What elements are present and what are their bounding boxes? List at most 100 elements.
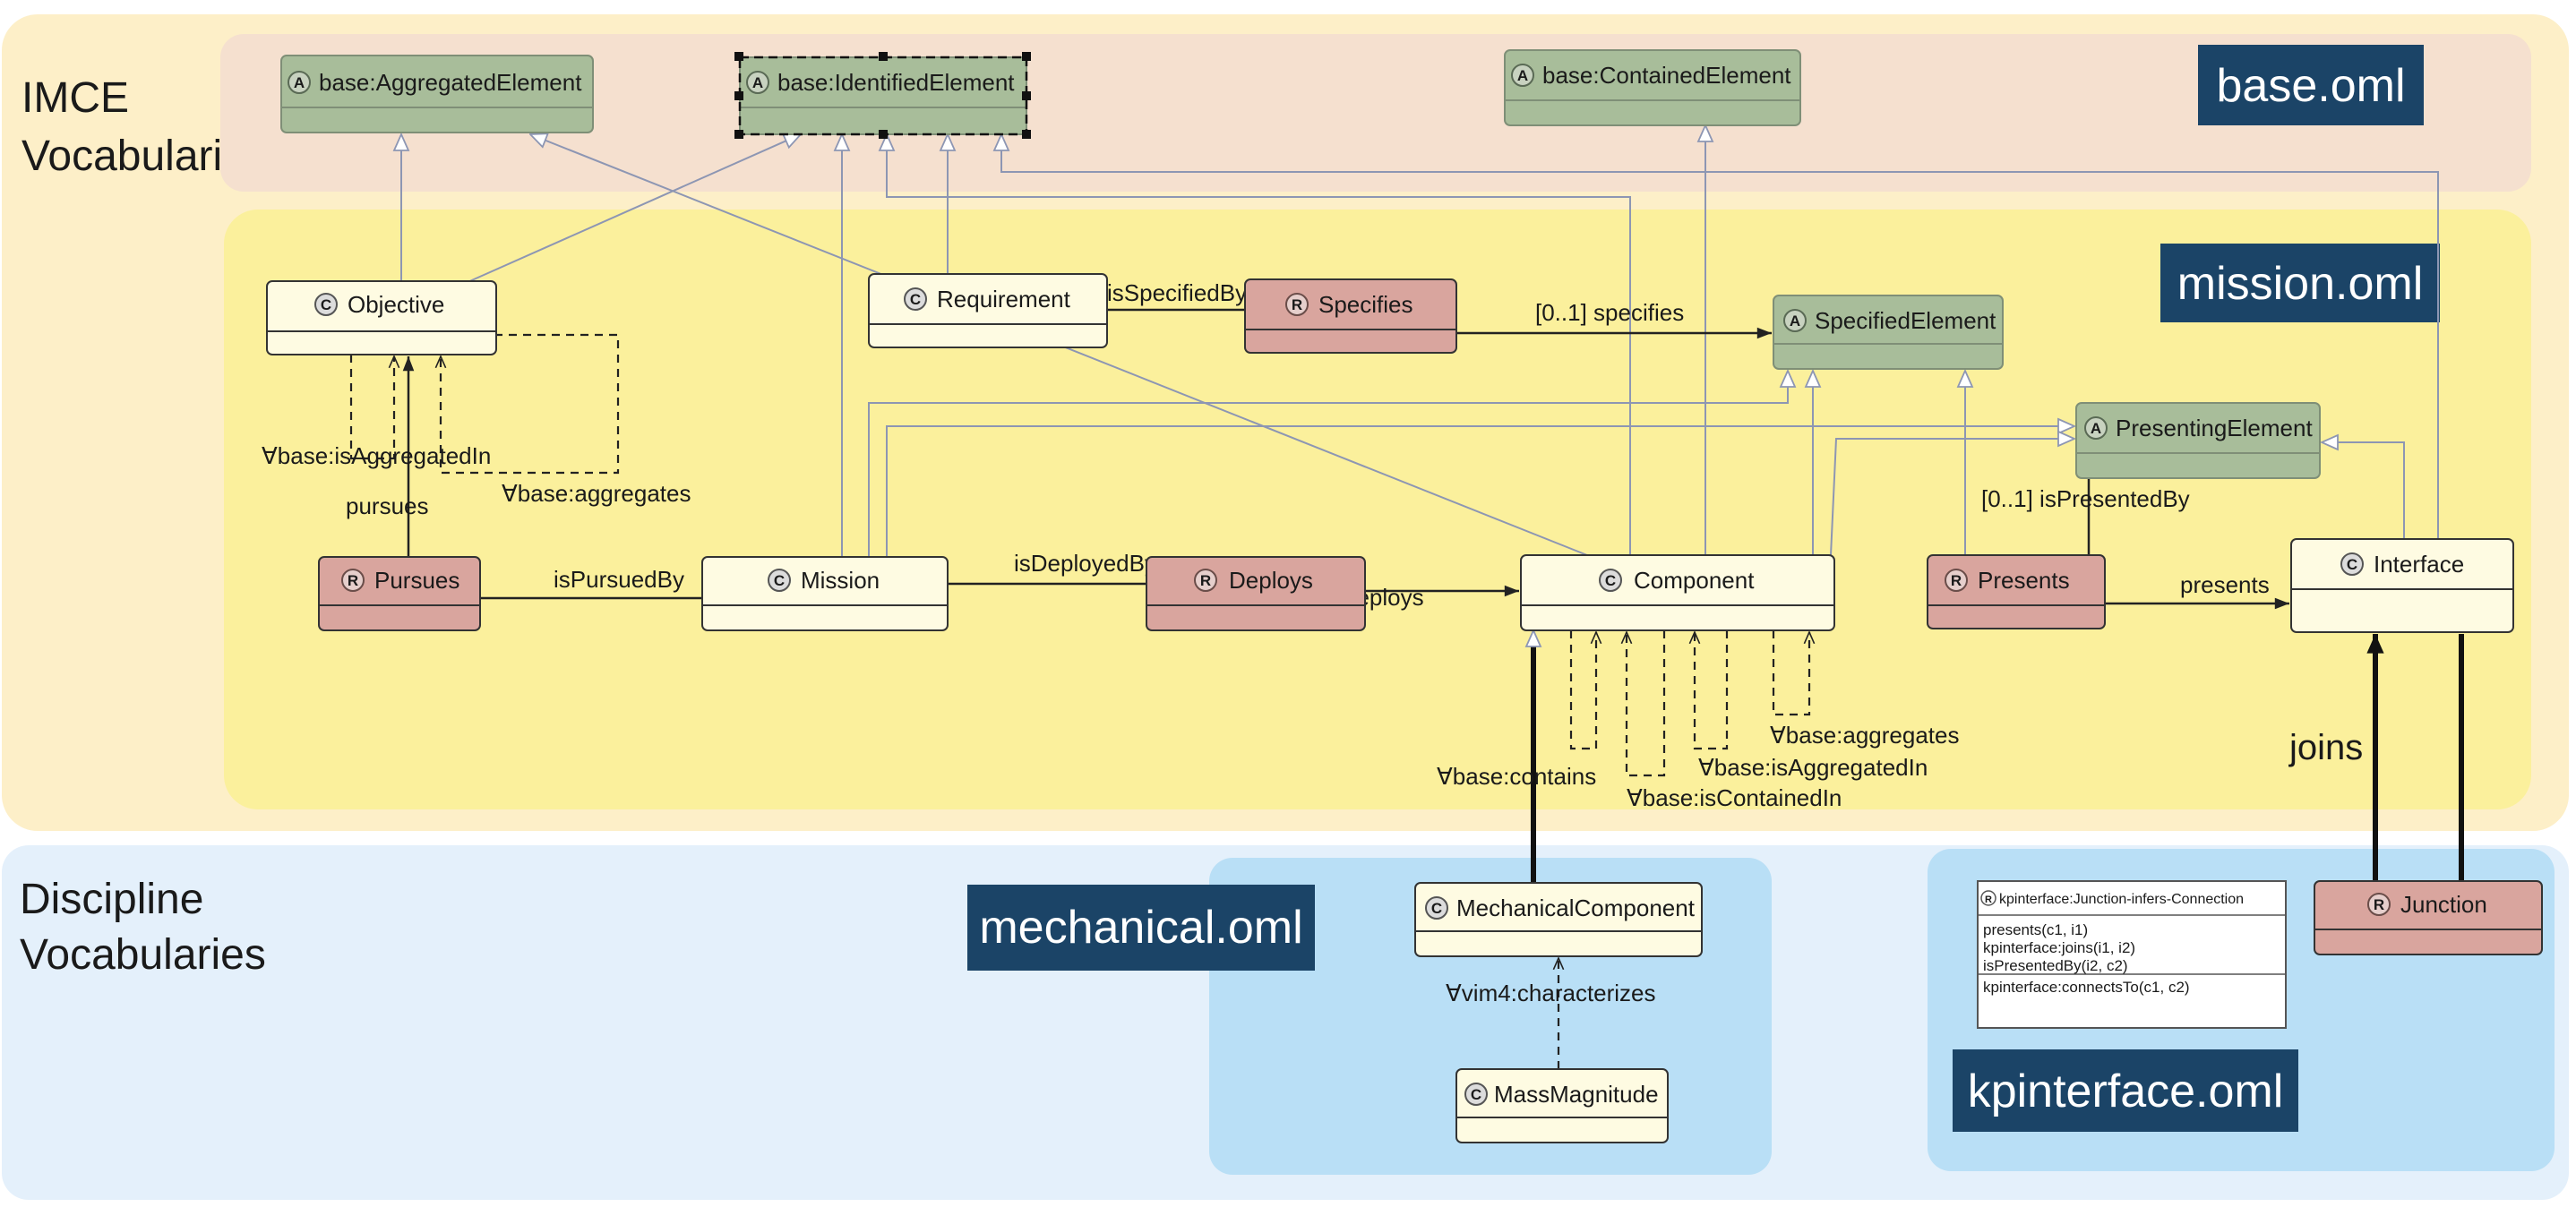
edge-mission-to-specified-element <box>868 371 1788 557</box>
aspect-icon-letter: A <box>1790 312 1800 330</box>
rule-icon <box>1980 890 1996 906</box>
label-is-specified-by: isSpecifiedBy <box>1107 279 1247 306</box>
relationship-icon <box>2367 893 2391 916</box>
specialization-edges <box>401 125 2439 577</box>
mass-magnitude-name: MassMagnitude <box>1494 1081 1659 1108</box>
aspect-identified-element[interactable]: A base:IdentifiedElement <box>734 52 1031 139</box>
mechanical-component-name: MechanicalComponent <box>1456 895 1696 921</box>
relationship-icon-letter: R <box>1200 572 1211 589</box>
rule-consequent: kpinterface:connectsTo(c1, c2) <box>1983 979 2190 996</box>
concept-icon <box>2340 552 2364 576</box>
discipline-region-label: Discipline Vocabularies <box>20 876 266 979</box>
aspect-contained-element[interactable]: A base:ContainedElement <box>1504 49 1801 126</box>
rule-box <box>1977 880 2287 1029</box>
selection-handle-top-left[interactable] <box>734 52 743 61</box>
label-joins: joins <box>2288 728 2363 767</box>
specifies-name: Specifies <box>1318 291 1413 318</box>
selection-handle-middle-right[interactable] <box>1022 91 1031 100</box>
selection-handle-top-right[interactable] <box>1022 52 1031 61</box>
component-name: Component <box>1634 567 1755 594</box>
relationship-junction[interactable]: R Junction <box>2314 880 2543 955</box>
mission-box <box>701 556 949 631</box>
edge-component-is-contained-in <box>1627 630 1666 777</box>
relationship-icon <box>1285 293 1309 316</box>
rule-junction-infers-connection[interactable]: R kpinterface:Junction-infers-Connection… <box>1977 880 2287 1029</box>
specified-element-box <box>1773 295 2004 370</box>
identified-element-name: base:IdentifiedElement <box>777 69 1015 96</box>
aspect-specified-element[interactable]: A SpecifiedElement <box>1773 295 2004 370</box>
mechanical-file-badge <box>967 885 1315 971</box>
selection-handle-bottom-right[interactable] <box>1022 130 1031 139</box>
rule-icon-letter: R <box>1985 895 1992 905</box>
component-box <box>1520 554 1835 631</box>
relationship-icon-letter: R <box>2374 896 2384 913</box>
aggregated-element-name: base:AggregatedElement <box>319 69 582 96</box>
relationship-icon <box>1194 569 1217 592</box>
concept-mission[interactable]: C Mission <box>701 556 949 631</box>
aspect-icon-letter: A <box>752 74 763 91</box>
selection-handle-middle-left[interactable] <box>734 91 743 100</box>
relationship-icon-letter: R <box>1951 572 1962 589</box>
imce-region-label: IMCE Vocabularies <box>21 74 268 180</box>
concept-objective[interactable]: C Objective <box>266 280 497 355</box>
mission-file-badge <box>2160 244 2440 322</box>
relationship-deploys[interactable]: R Deploys <box>1146 556 1366 631</box>
label-objective-aggregates: ∀base:aggregates <box>502 480 691 507</box>
label-presents: presents <box>2180 571 2270 598</box>
concept-interface[interactable]: C Interface <box>2290 538 2514 633</box>
aspect-aggregated-element[interactable]: A base:AggregatedElement <box>280 55 594 133</box>
rule-title: kpinterface:Junction-infers-Connection <box>1999 892 2244 907</box>
presents-name: Presents <box>1978 567 2070 594</box>
mechanical-component-box <box>1414 882 1703 957</box>
mission-file-name: mission.oml <box>2177 258 2424 310</box>
label-objective-is-aggregated-in: ∀base:isAggregatedIn <box>262 442 491 469</box>
mechanical-file-name: mechanical.oml <box>979 902 1302 954</box>
label-is-pursued-by: isPursuedBy <box>554 566 684 593</box>
interface-name: Interface <box>2374 551 2464 578</box>
edge-mission-to-presenting-element <box>886 426 2074 557</box>
edge-component-contained-loop <box>1569 630 1596 750</box>
requirement-box <box>868 273 1108 348</box>
association-edges: isSpecifiedBy [0..1] specifies pursues i… <box>262 279 2464 1069</box>
requirement-name: Requirement <box>937 286 1071 312</box>
presenting-element-box <box>2075 402 2321 479</box>
label-contains: ∀base:contains <box>1437 763 1596 790</box>
label-pursues: pursues <box>346 492 429 519</box>
edge-component-to-presenting-element <box>1830 439 2074 556</box>
relationship-icon <box>1945 569 1968 592</box>
concept-icon-letter: C <box>774 572 785 589</box>
edge-objective-to-identified-element <box>465 133 801 284</box>
selection-handle-bottom-middle[interactable] <box>879 130 888 139</box>
edge-component-to-identified-element <box>887 134 1631 555</box>
concept-icon <box>314 293 338 316</box>
relationship-specifies[interactable]: R Specifies <box>1244 278 1457 354</box>
relationship-presents[interactable]: R Presents <box>1927 554 2106 629</box>
label-component-is-aggregated-in: ∀base:isAggregatedIn <box>1698 754 1928 781</box>
selection-handle-top-middle[interactable] <box>879 52 888 61</box>
rule-antecedent: isPresentedBy(i2, c2) <box>1983 957 2128 974</box>
label-specifies: [0..1] specifies <box>1535 299 1684 326</box>
concept-mass-magnitude[interactable]: C MassMagnitude <box>1455 1068 1669 1143</box>
aspect-presenting-element[interactable]: A PresentingElement <box>2075 402 2321 479</box>
contained-element-name: base:ContainedElement <box>1542 62 1791 89</box>
specified-element-name: SpecifiedElement <box>1815 307 1996 334</box>
concept-icon <box>1599 569 1622 592</box>
concept-requirement[interactable]: C Requirement <box>868 273 1108 348</box>
label-characterizes: ∀vim4:characterizes <box>1446 980 1656 1006</box>
base-file-badge <box>2198 45 2424 125</box>
concept-icon <box>768 569 791 592</box>
relationship-icon <box>341 569 365 592</box>
aggregated-element-box <box>280 55 594 133</box>
concept-icon <box>1425 896 1448 920</box>
concept-mechanical-component[interactable]: C MechanicalComponent <box>1414 882 1703 957</box>
relationship-pursues[interactable]: R Pursues <box>318 556 481 631</box>
label-is-presented-by: [0..1] isPresentedBy <box>1981 485 2190 512</box>
kpinterface-file-name: kpinterface.oml <box>1968 1066 2284 1117</box>
concept-icon-letter: C <box>1471 1086 1481 1103</box>
aspect-icon <box>746 71 769 94</box>
selection-handle-bottom-left[interactable] <box>734 130 743 139</box>
concept-component[interactable]: C Component <box>1520 554 1835 631</box>
edge-interface-to-presenting-element <box>2322 442 2405 539</box>
rule-antecedent: kpinterface:joins(i1, i2) <box>1983 939 2135 956</box>
